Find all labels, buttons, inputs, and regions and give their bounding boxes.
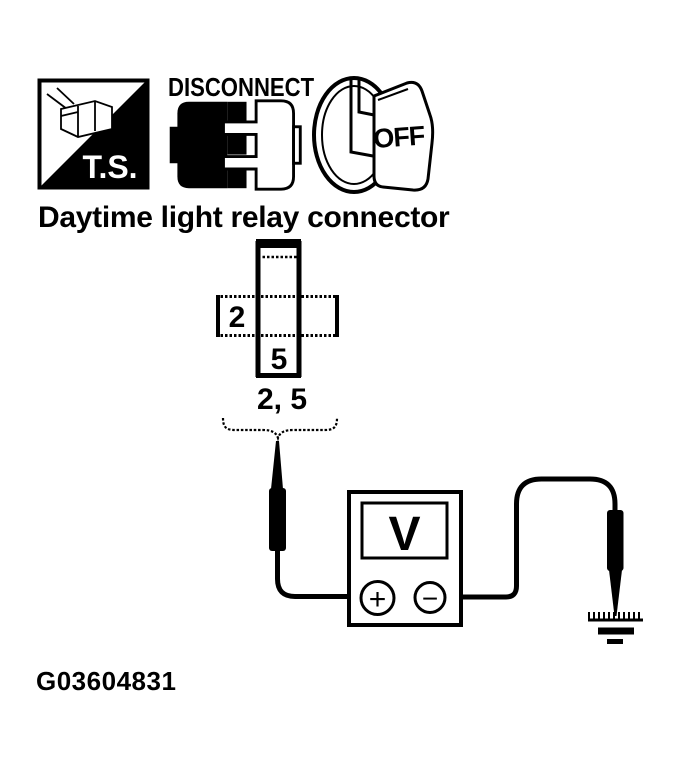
ignition-off-icon: OFF	[312, 76, 435, 194]
wire-left	[275, 550, 365, 599]
connector-sketch-icon	[46, 87, 113, 138]
positive-terminal-label: +	[369, 583, 387, 616]
pin-2-label: 2	[229, 301, 246, 334]
positive-terminal	[359, 580, 396, 616]
key-head-bevel	[377, 88, 409, 101]
off-label: OFF	[372, 120, 425, 154]
negative-terminal-label: −	[422, 583, 438, 614]
disconnect-plug-icon	[169, 99, 302, 191]
voltmeter-display	[360, 501, 449, 560]
key-blade-edge	[357, 80, 375, 117]
test-circuit: V + −	[221, 417, 643, 644]
ts-icon: T.S.	[37, 78, 150, 190]
key-head	[372, 80, 435, 192]
test-probe-right	[607, 510, 624, 571]
plug-half-male-icon	[169, 101, 247, 189]
ground-icon	[588, 612, 643, 644]
negative-terminal	[413, 581, 447, 614]
pin-group-label: 2, 5	[256, 383, 308, 416]
voltmeter-display-label: V	[388, 508, 420, 561]
disconnect-label: DISCONNECT	[168, 72, 315, 102]
left-probe-needle	[271, 441, 283, 489]
figure-id: G03604831	[36, 666, 177, 696]
diagram-title: Daytime light relay connector	[38, 201, 450, 234]
relay-connector-diagram: 2 5	[216, 239, 339, 378]
test-probe-left	[269, 488, 286, 551]
key-blade	[349, 80, 374, 158]
pin-5-label: 5	[271, 343, 288, 376]
wire-right	[440, 476, 618, 600]
connector-top-cap	[256, 239, 301, 248]
pin-group-brace	[221, 417, 339, 442]
ts-label: T.S.	[82, 149, 137, 185]
plug-half-female-icon	[222, 99, 302, 191]
right-probe-needle	[609, 570, 622, 616]
